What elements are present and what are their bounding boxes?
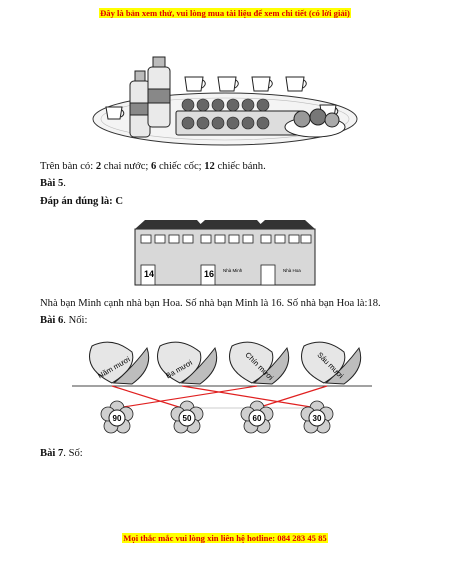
butterfly-icon: Năm mươi [89, 341, 150, 385]
cup-icon [285, 76, 307, 92]
cup-icon [217, 76, 239, 92]
cup-label: chiếc cốc; [156, 161, 205, 172]
flower-number: 30 [313, 414, 322, 423]
answer-5-text: Nhà bạn Minh cạnh nhà bạn Hoa. Số nhà bạ… [40, 297, 381, 310]
cake-count: 12 [204, 161, 215, 172]
answer-4-prefix: Trên bàn có: [40, 161, 96, 172]
answer-5-label: Đáp án đúng là: C [40, 195, 123, 208]
cup-count: 6 [151, 161, 157, 172]
butterfly-icon: Sáu mươi [301, 341, 362, 385]
bottle-icon [129, 70, 151, 138]
answer-5-text-content: Nhà bạn Minh cạnh nhà bạn Hoa. Số nhà bạ… [40, 298, 381, 309]
flower-icon: 30 [300, 400, 334, 434]
flower-number: 90 [113, 414, 122, 423]
flower-icon: 90 [100, 400, 134, 434]
house-number: 16 [204, 269, 214, 279]
house-sign: Nhà Hoa [283, 268, 301, 273]
match-lines [111, 385, 328, 409]
exercise-5-heading: Bài 5. [40, 177, 66, 190]
exercise-7-heading: Bài 7. Số: [40, 447, 83, 460]
flower-number: 60 [253, 414, 262, 423]
cake-tray [175, 98, 305, 136]
exercise-7-suffix: . Số: [63, 448, 83, 459]
cup-icon [105, 106, 125, 120]
exercise-6-label: Bài 6 [40, 315, 64, 326]
flower-number: 50 [183, 414, 192, 423]
hotline-banner-text: Mọi thắc mắc vui lòng xin liên hệ hotlin… [122, 533, 328, 543]
exercise-5-dot: . [63, 178, 66, 189]
house-number: 14 [144, 269, 154, 279]
cup-icon [184, 76, 206, 92]
exercise-7-label: Bài 7 [40, 448, 64, 459]
house-sign: Nhà Minh [223, 268, 243, 273]
hotline-banner: Mọi thắc mắc vui lòng xin liên hệ hotlin… [0, 533, 450, 543]
exercise-6-heading: Bài 6. Nối: [40, 314, 87, 327]
preview-banner: Đây là bản xem thử, vui lòng mua tài liệ… [0, 8, 450, 18]
answer-4-text: Trên bàn có: 2 chai nước; 6 chiếc cốc; 1… [40, 160, 266, 173]
table-illustration [92, 56, 358, 146]
cake-label: chiếc bánh. [214, 161, 266, 172]
preview-banner-text: Đây là bản xem thử, vui lòng mua tài liệ… [99, 8, 351, 18]
exercise-6-suffix: . Nối: [63, 315, 88, 326]
houses-illustration: 14 16 Nhà Minh Nhà Hoa [134, 220, 316, 286]
bottle-icon [147, 56, 171, 128]
matching-illustration: Năm mươi Ba mươi Chín mươi Sáu mươi 90 5… [72, 341, 372, 434]
exercise-5-label: Bài 5 [40, 178, 64, 189]
flower-icon: 50 [170, 400, 204, 434]
answer-5-label-text: Đáp án đúng là: C [40, 196, 124, 207]
flower-icon: 60 [240, 400, 274, 434]
bottle-count: 2 [95, 161, 102, 172]
fruit-plate [284, 108, 346, 138]
butterfly-icon: Chín mươi [229, 341, 290, 385]
butterfly-icon: Ba mươi [157, 341, 218, 385]
cup-icon [251, 76, 273, 92]
bottle-label: chai nước; [101, 161, 151, 172]
